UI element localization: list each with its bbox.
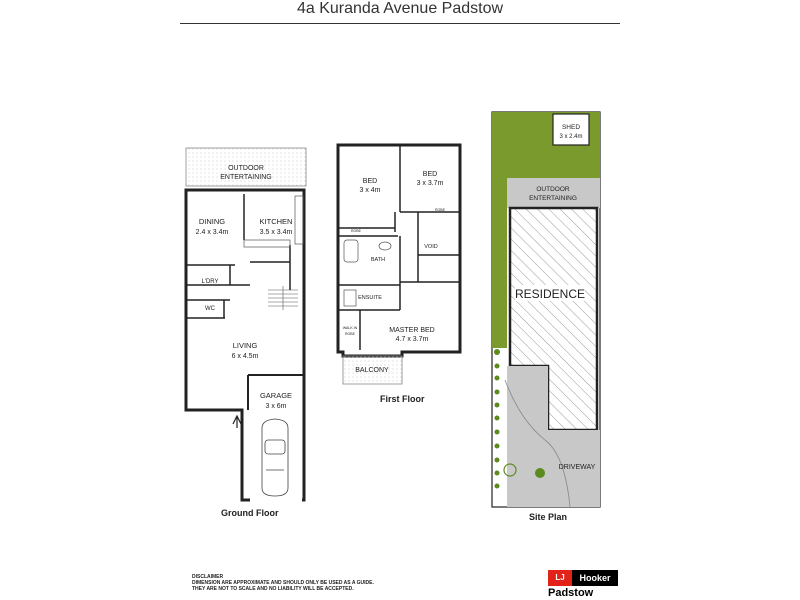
site-shed: [552, 113, 590, 146]
page-title: 4a Kuranda Avenue Padstow: [296, 0, 504, 17]
robe2-label: ROBE: [351, 229, 362, 233]
bed2-size: 3 x 3.7m: [417, 180, 444, 187]
void-label: VOID: [424, 244, 437, 250]
master-bed-label: MASTER BED: [389, 327, 435, 334]
ground-floor-plan: [184, 147, 307, 502]
title-divider: [180, 23, 620, 24]
wc-label: WC: [205, 306, 216, 312]
site-outdoor-label-2: ENTERTAINING: [529, 195, 577, 202]
ensuite-label: ENSUITE: [358, 295, 382, 301]
disclaimer-line-2: THEY ARE NOT TO SCALE AND NO LIABILITY W…: [192, 586, 354, 592]
residence-label: RESIDENCE: [515, 287, 585, 301]
logo-badge: LJ: [548, 570, 572, 586]
site-plan-label: Site Plan: [529, 512, 568, 522]
agency-logo: LJ Hooker Padstow: [548, 570, 618, 599]
disclaimer: DISCLAIMER DIMENSION ARE APPROXIMATE AND…: [192, 574, 374, 592]
robe1-label: ROBE: [435, 208, 446, 212]
bed1-label: BED: [363, 178, 377, 185]
site-outdoor-entertaining: [507, 178, 600, 208]
master-bed-size: 4.7 x 3.7m: [396, 336, 429, 343]
ff-balcony-area: [342, 355, 403, 385]
gf-outdoor-label-2: ENTERTAINING: [220, 174, 271, 181]
site-outdoor-label-1: OUTDOOR: [536, 186, 570, 193]
site-driveway: [507, 366, 600, 507]
first-floor-plan: [336, 143, 462, 385]
disclaimer-line-1: DIMENSION ARE APPROXIMATE AND SHOULD ONL…: [192, 580, 374, 586]
site-lawn-side: [492, 178, 507, 348]
dining-size: 2.4 x 3.4m: [196, 229, 229, 236]
bed1-size: 3 x 4m: [359, 187, 380, 194]
walk-in-robe-label-2: ROBE: [345, 332, 356, 336]
kitchen-size: 3.5 x 3.4m: [260, 229, 293, 236]
gf-outline: [184, 188, 306, 502]
laundry-label: L'DRY: [201, 279, 218, 285]
site-plan: [491, 111, 601, 508]
ff-outline: [336, 143, 462, 358]
first-floor-label: First Floor: [380, 394, 425, 404]
dining-label: DINING: [199, 217, 225, 226]
car-icon: [261, 418, 289, 497]
walk-in-robe-label-1: WALK IN: [343, 326, 358, 330]
gf-outdoor-area: [185, 147, 307, 187]
disclaimer-title: DISCLAIMER: [192, 574, 224, 580]
driveway-label: DRIVEWAY: [559, 464, 596, 471]
balcony-label: BALCONY: [355, 367, 389, 374]
gf-outdoor-label-1: OUTDOOR: [228, 165, 264, 172]
bed2-label: BED: [423, 171, 437, 178]
logo-name: Hooker: [572, 570, 618, 586]
living-label: LIVING: [233, 341, 258, 350]
garage-size: 3 x 6m: [265, 403, 286, 410]
entry-arrow-icon: [232, 414, 242, 428]
shed-label: SHED: [562, 124, 580, 131]
kitchen-label: KITCHEN: [260, 217, 293, 226]
shed-size: 3 x 2.4m: [559, 134, 582, 140]
living-size: 6 x 4.5m: [232, 353, 259, 360]
garage-label: GARAGE: [260, 391, 292, 400]
logo-office: Padstow: [548, 587, 594, 599]
ground-floor-label: Ground Floor: [221, 508, 279, 518]
bath-label: BATH: [371, 257, 385, 263]
